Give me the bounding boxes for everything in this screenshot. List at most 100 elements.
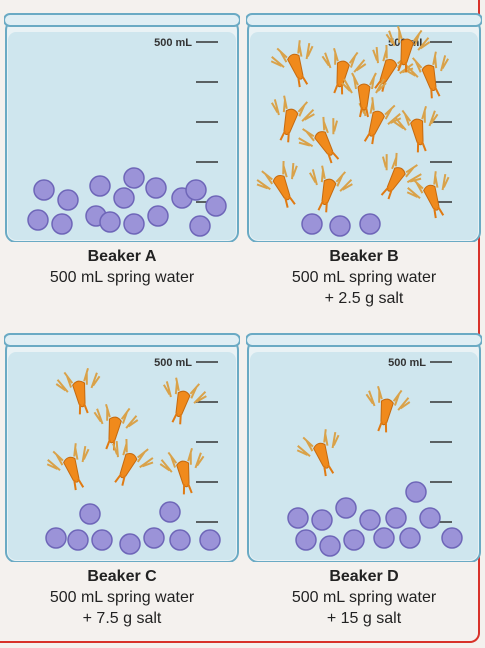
water bbox=[250, 352, 478, 560]
egg bbox=[123, 167, 145, 189]
brine-shrimp bbox=[270, 40, 314, 88]
brine-shrimp bbox=[365, 385, 411, 433]
brine-shrimp bbox=[256, 160, 298, 208]
egg-group bbox=[27, 167, 227, 237]
egg bbox=[91, 529, 113, 551]
egg bbox=[51, 213, 73, 235]
beaker-d-illustration: 500 mL bbox=[246, 333, 482, 562]
egg bbox=[385, 507, 407, 529]
beaker-contents: 500 mL spring water bbox=[49, 589, 195, 606]
egg-group bbox=[45, 501, 221, 555]
egg bbox=[399, 527, 421, 549]
brine-shrimp bbox=[46, 443, 90, 491]
beaker-a-panel: 500 mL Beaker A 500 mL spring water bbox=[4, 10, 240, 288]
egg-group bbox=[287, 481, 463, 557]
brine-shrimp bbox=[112, 438, 154, 486]
brine-shrimp bbox=[405, 51, 450, 99]
beaker-a-illustration: 500 mL bbox=[4, 13, 240, 242]
shrimp-group bbox=[296, 385, 411, 477]
beaker-contents: 500 mL spring water bbox=[49, 269, 195, 286]
shrimp-group bbox=[46, 367, 207, 495]
brine-shrimp bbox=[55, 367, 101, 415]
egg bbox=[67, 529, 89, 551]
egg bbox=[159, 501, 181, 523]
beaker-contents: 500 mL spring water bbox=[291, 269, 437, 286]
beaker-title: Beaker A bbox=[87, 248, 157, 265]
volume-scale: 500 mL bbox=[388, 357, 452, 523]
egg bbox=[301, 213, 323, 235]
water bbox=[8, 352, 236, 560]
egg-group bbox=[301, 213, 381, 237]
brine-shrimp bbox=[298, 116, 340, 164]
brine-shrimp bbox=[321, 47, 367, 95]
brine-shrimp bbox=[296, 429, 340, 477]
egg bbox=[99, 211, 121, 233]
egg bbox=[295, 529, 317, 551]
egg bbox=[89, 175, 111, 197]
egg bbox=[57, 189, 79, 211]
beaker-d-caption: Beaker D 500 mL spring water + 15 g salt bbox=[246, 566, 482, 629]
egg bbox=[145, 177, 167, 199]
egg bbox=[113, 187, 135, 209]
beaker-title: Beaker C bbox=[87, 568, 157, 585]
egg bbox=[311, 509, 333, 531]
brine-shrimp bbox=[162, 377, 207, 425]
egg bbox=[419, 507, 441, 529]
egg bbox=[343, 529, 365, 551]
egg bbox=[319, 535, 341, 557]
water bbox=[8, 32, 236, 240]
beaker-b-caption: Beaker B 500 mL spring water + 2.5 g sal… bbox=[246, 246, 482, 309]
egg bbox=[147, 205, 169, 227]
beaker-title: Beaker B bbox=[329, 248, 399, 265]
volume-label: 500 mL bbox=[154, 37, 192, 49]
beaker-d-panel: 500 mL Beaker D 500 mL spring water + 15… bbox=[246, 330, 482, 629]
egg bbox=[405, 481, 427, 503]
egg bbox=[27, 209, 49, 231]
brine-shrimp bbox=[341, 72, 387, 118]
egg bbox=[359, 213, 381, 235]
beaker-salt: + 2.5 g salt bbox=[324, 290, 404, 307]
beaker-contents: 500 mL spring water bbox=[291, 589, 437, 606]
egg bbox=[199, 529, 221, 551]
egg bbox=[185, 179, 207, 201]
beaker-rim bbox=[4, 13, 240, 27]
egg bbox=[287, 507, 309, 529]
beaker-c-illustration: 500 mL bbox=[4, 333, 240, 562]
brine-shrimp bbox=[308, 165, 353, 213]
egg bbox=[119, 533, 141, 555]
egg bbox=[205, 195, 227, 217]
beaker-rim bbox=[246, 333, 482, 347]
brine-shrimp bbox=[93, 403, 139, 451]
egg bbox=[33, 179, 55, 201]
volume-scale: 500 mL bbox=[154, 357, 218, 523]
brine-shrimp bbox=[385, 25, 431, 73]
beaker-b-panel: 500 mL Beaker B 500 mL spring water + 2.… bbox=[246, 10, 482, 309]
brine-shrimp bbox=[270, 95, 315, 143]
beaker-rim bbox=[4, 333, 240, 347]
beaker-rim bbox=[246, 13, 482, 27]
brine-shrimp bbox=[380, 152, 422, 200]
egg bbox=[189, 215, 211, 237]
egg bbox=[335, 497, 357, 519]
beaker-a-caption: Beaker A 500 mL spring water bbox=[4, 246, 240, 288]
brine-shrimp bbox=[406, 171, 450, 219]
egg bbox=[169, 529, 191, 551]
egg bbox=[373, 527, 395, 549]
beaker-b-illustration: 500 mL bbox=[246, 13, 482, 242]
egg bbox=[441, 527, 463, 549]
brine-shrimp bbox=[393, 105, 439, 153]
beaker-salt: + 15 g salt bbox=[326, 610, 402, 627]
beaker-c-panel: 500 mL Beaker C 500 mL spring water + 7.… bbox=[4, 330, 240, 629]
egg bbox=[45, 527, 67, 549]
egg bbox=[79, 503, 101, 525]
shrimp-group bbox=[256, 25, 450, 219]
egg bbox=[359, 509, 381, 531]
brine-shrimp bbox=[159, 447, 205, 495]
egg bbox=[329, 215, 351, 237]
volume-label: 500 mL bbox=[388, 357, 426, 369]
beaker-title: Beaker D bbox=[329, 568, 399, 585]
egg bbox=[143, 527, 165, 549]
egg bbox=[123, 213, 145, 235]
beaker-salt: + 7.5 g salt bbox=[82, 610, 162, 627]
